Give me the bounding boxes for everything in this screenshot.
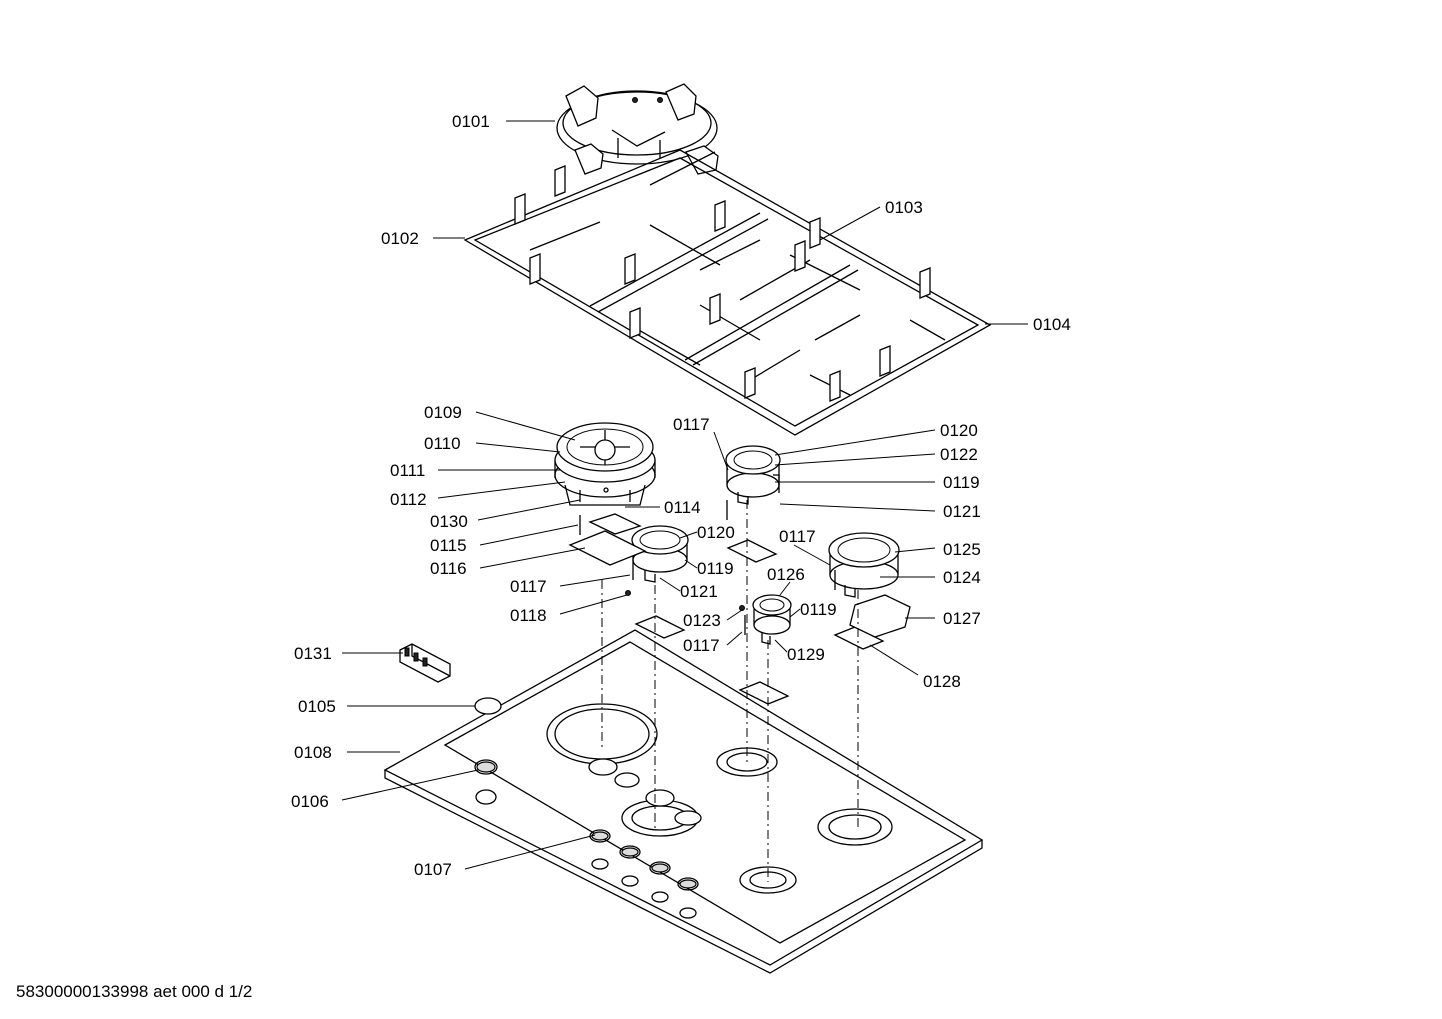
callout-0117-left: 0117	[510, 577, 547, 596]
callout-0119-top: 0119	[943, 473, 980, 492]
callout-0121-top: 0121	[943, 502, 981, 521]
callout-0117-mid: 0117	[683, 636, 720, 655]
callout-0128: 0128	[923, 672, 961, 691]
semi-rapid-burner-top[interactable]	[725, 445, 781, 505]
leader-lines	[341, 120, 1028, 870]
callout-0104: 0104	[1033, 315, 1071, 334]
callout-0121-left: 0121	[680, 582, 718, 601]
callout-0117-top: 0117	[673, 415, 710, 434]
callout-0120-left: 0120	[697, 523, 735, 542]
callout-0119-mid: 0119	[800, 600, 837, 619]
callout-0114: 0114	[664, 498, 701, 517]
callout-0108: 0108	[294, 743, 332, 762]
callout-labels: 0101 0102 0103 0104 0109 0110 0111 0112 …	[291, 112, 1071, 879]
callout-0126: 0126	[767, 565, 805, 584]
burner-brackets[interactable]	[568, 487, 911, 705]
callout-0117-right: 0117	[779, 527, 816, 546]
callout-0123: 0123	[683, 611, 721, 630]
pan-support-grid[interactable]	[463, 149, 992, 436]
rapid-burner[interactable]	[828, 532, 900, 598]
callout-0115: 0115	[430, 536, 467, 555]
hob-top-0108[interactable]	[383, 629, 984, 974]
callout-0118: 0118	[510, 606, 547, 625]
callout-0110: 0110	[424, 434, 461, 453]
callout-0103: 0103	[885, 198, 923, 217]
callout-0119-left: 0119	[697, 559, 734, 578]
callout-0105: 0105	[298, 697, 336, 716]
callout-0130: 0130	[430, 512, 468, 531]
semi-rapid-burner-left[interactable]	[631, 525, 689, 583]
callout-0131: 0131	[294, 644, 332, 663]
callout-0116: 0116	[430, 559, 467, 578]
terminal-block-0131[interactable]	[399, 643, 451, 683]
callout-0101: 0101	[452, 112, 490, 131]
callout-0124: 0124	[943, 568, 981, 587]
auxiliary-burner[interactable]	[752, 594, 792, 645]
callout-0120-top: 0120	[940, 421, 978, 440]
document-reference: 58300000133998 aet 000 d 1/2	[16, 982, 253, 1001]
callout-0107: 0107	[414, 860, 452, 879]
assembly-axes	[601, 500, 859, 882]
callout-0127: 0127	[943, 609, 981, 628]
callout-0102: 0102	[381, 229, 419, 248]
callout-0111: 0111	[390, 461, 425, 480]
callout-0122: 0122	[940, 445, 978, 464]
callout-0106: 0106	[291, 792, 329, 811]
wok-burner[interactable]	[554, 422, 656, 506]
callout-0112: 0112	[390, 490, 427, 509]
callout-0129: 0129	[787, 645, 825, 664]
callout-0109: 0109	[424, 403, 462, 422]
callout-0125: 0125	[943, 540, 981, 559]
wok-ring-0101[interactable]	[556, 83, 719, 175]
